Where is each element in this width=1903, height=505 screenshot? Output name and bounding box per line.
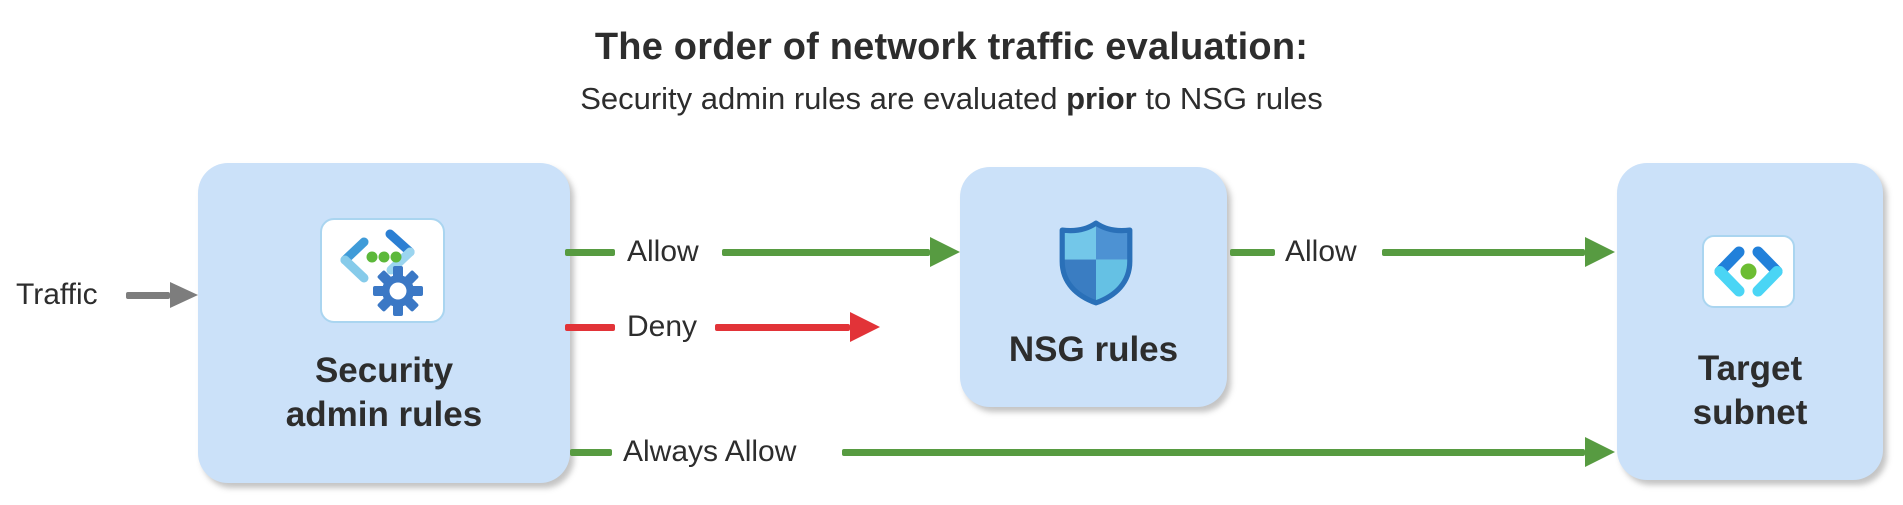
allow-to-target-stub bbox=[1230, 249, 1275, 256]
allow-to-nsg-head bbox=[930, 237, 960, 267]
target-subnet-icon-tile bbox=[1702, 235, 1795, 308]
allow-to-nsg-label: Allow bbox=[627, 235, 699, 268]
target-subnet-node: Target subnet bbox=[1617, 163, 1883, 480]
deny-head bbox=[850, 312, 880, 342]
deny-label: Deny bbox=[627, 310, 698, 343]
subtitle-text-suffix: to NSG rules bbox=[1136, 81, 1323, 116]
allow-to-target-label: Allow bbox=[1285, 235, 1357, 268]
subtitle-text-prefix: Security admin rules are evaluated bbox=[580, 81, 1067, 116]
allow-to-nsg-stub bbox=[565, 249, 615, 256]
security-admin-rules-label: Security admin rules bbox=[198, 349, 570, 437]
always-allow-stub bbox=[570, 449, 612, 456]
security-admin-rules-node: Security admin rules bbox=[198, 163, 570, 483]
traffic-arrow-line bbox=[126, 292, 170, 299]
title-block: The order of network traffic evaluation:… bbox=[0, 26, 1903, 117]
security-admin-rules-label-line2: admin rules bbox=[285, 395, 483, 434]
subtitle-bold-word: prior bbox=[1066, 81, 1137, 116]
target-subnet-label: Target subnet bbox=[1617, 347, 1883, 435]
code-brackets-icon bbox=[1714, 246, 1783, 297]
diagram-subtitle: Security admin rules are evaluated prior… bbox=[0, 81, 1903, 117]
allow-to-target-head bbox=[1585, 237, 1615, 267]
deny-line bbox=[715, 324, 850, 331]
code-gear-icon bbox=[340, 229, 423, 316]
target-subnet-label-line2: subnet bbox=[1692, 393, 1808, 432]
always-allow-line bbox=[842, 449, 1585, 456]
nsg-rules-node: NSG rules bbox=[960, 167, 1227, 407]
traffic-arrow-head bbox=[170, 282, 198, 308]
always-allow-head bbox=[1585, 437, 1615, 467]
security-admin-rules-label-line1: Security bbox=[314, 351, 454, 390]
allow-to-target-line bbox=[1382, 249, 1585, 256]
traffic-label: Traffic bbox=[16, 278, 98, 311]
allow-to-nsg-line bbox=[722, 249, 930, 256]
shield-icon bbox=[1059, 220, 1133, 306]
deny-stub bbox=[565, 324, 615, 331]
nsg-rules-label: NSG rules bbox=[1008, 330, 1179, 369]
target-subnet-label-line1: Target bbox=[1697, 349, 1803, 388]
security-admin-rules-icon-tile bbox=[320, 218, 445, 323]
diagram-title: The order of network traffic evaluation: bbox=[594, 26, 1309, 68]
always-allow-label: Always Allow bbox=[623, 435, 797, 468]
